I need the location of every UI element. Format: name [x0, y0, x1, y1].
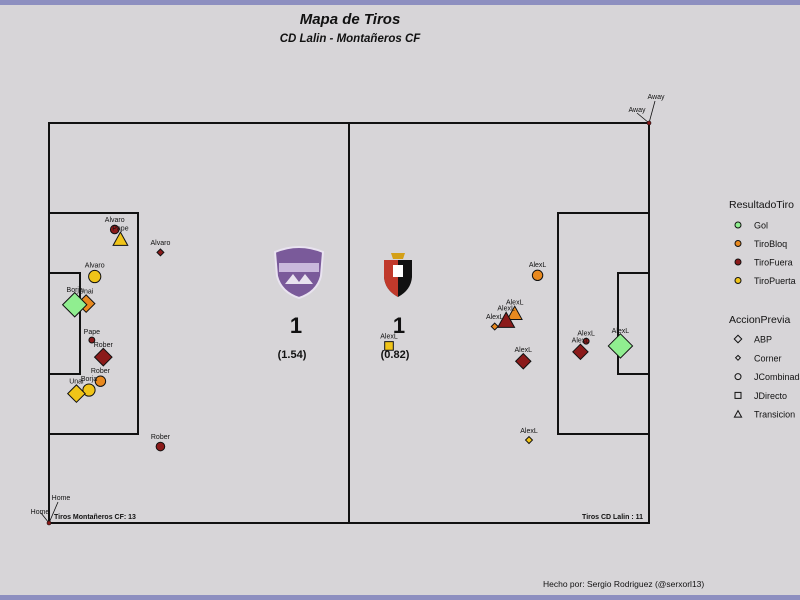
shot-point-home-3 [88, 269, 102, 284]
shot-label-home-1: Pape [112, 225, 128, 232]
shot-label-home-9: Borja [81, 376, 97, 383]
shot-point-away-3 [496, 311, 516, 328]
left-goal-area [48, 272, 81, 375]
legend-result-label-1: TiroBloq [754, 239, 787, 249]
legend-action-marker-4 [733, 409, 743, 418]
shot-point-away-8 [607, 333, 634, 359]
legend-action-label-4: Transicion [754, 410, 795, 420]
legend-action-label-2: JCombinada [754, 372, 800, 382]
away-corner-label: Away [629, 107, 646, 114]
shot-point-away-1 [531, 269, 544, 282]
shot-point-away-6 [582, 337, 590, 345]
legend-result-title: ResultadoTiro [729, 199, 794, 211]
shot-point-home-2 [156, 248, 165, 257]
home-score: 1 [290, 313, 302, 338]
away-corner-marker: Away Away [629, 94, 665, 126]
shot-point-home-9 [82, 383, 96, 397]
shot-point-home-8 [94, 375, 107, 387]
legend-action-marker-2 [734, 373, 742, 381]
shot-label-away-2: AlexL [506, 299, 524, 306]
legend-result-label-0: Gol [754, 221, 768, 231]
legend-result-marker-1 [734, 240, 742, 247]
shot-label-away-3: AlexL [497, 306, 515, 313]
shot-point-home-10 [66, 384, 86, 404]
legend-action-title: AccionPrevia [729, 314, 790, 326]
shot-label-home-7: Rober [94, 342, 114, 349]
shot-label-home-10: Unai [69, 379, 84, 386]
legend-action-marker-3 [734, 391, 742, 399]
chart-subtitle: CD Lalin - Montañeros CF [280, 33, 422, 45]
top-border [0, 0, 800, 5]
shot-label-home-2: Alvaro [151, 240, 171, 247]
home-xg: (1.54) [278, 349, 307, 361]
chart-title: Mapa de Tiros [300, 11, 401, 28]
shot-point-away-9 [524, 435, 534, 445]
shot-point-away-5 [514, 352, 532, 370]
away-shots-label: Tiros CD Lalin : 11 [582, 514, 643, 521]
shot-point-away-0 [384, 341, 394, 351]
legend-result-marker-2 [734, 258, 742, 266]
away-crest [384, 253, 412, 297]
pitch [48, 122, 650, 524]
shot-point-home-11 [155, 441, 166, 452]
home-corner-label: Home [31, 509, 50, 516]
shot-point-away-4 [490, 322, 499, 331]
shot-label-home-4: Unai [79, 289, 94, 296]
shot-label-home-5: Borja [67, 287, 83, 294]
shot-label-home-0: Alvaro [105, 217, 125, 224]
legend-action-marker-1 [734, 354, 742, 361]
shot-point-away-2 [506, 305, 523, 320]
shot-point-home-1 [112, 231, 129, 246]
legend-result: ResultadoTiro GolTiroBloqTiroFueraTiroPu… [729, 199, 796, 286]
shot-label-away-6: AlexL [577, 330, 595, 337]
shot-label-away-0: AlexL [380, 334, 398, 341]
shot-point-away-7 [572, 343, 589, 361]
home-shots-label: Tiros Montañeros CF: 13 [54, 514, 136, 521]
away-corner-label-2: Away [648, 94, 665, 101]
shot-label-away-9: AlexL [520, 428, 538, 435]
right-goal-area [617, 272, 650, 375]
legend-result-label-2: TiroFuera [754, 258, 793, 268]
shot-label-home-8: Rober [91, 368, 111, 375]
shot-label-home-6: Pape [84, 329, 100, 336]
legend-action: AccionPrevia ABP CornerJCombinadaJDirecto… [729, 314, 800, 420]
bottom-border [0, 595, 800, 600]
right-penalty-area [557, 212, 650, 435]
shot-point-home-0 [109, 224, 120, 235]
shot-label-away-4: AlexL [486, 314, 504, 321]
legend-result-marker-3 [734, 277, 742, 284]
legend-action-label-0: ABP [754, 335, 772, 345]
credit: Hecho por: Sergio Rodriguez (@serxorl13) [543, 579, 704, 589]
home-corner-label-2: Home [52, 495, 71, 502]
shot-label-away-7: AlexL [572, 338, 590, 345]
shot-label-away-1: AlexL [529, 262, 547, 269]
away-score: 1 [393, 313, 405, 338]
left-penalty-area [48, 212, 139, 435]
legend-action-label-3: JDirecto [754, 391, 787, 401]
legend-result-marker-0 [734, 221, 742, 229]
legend-action-label-1: Corner [754, 353, 782, 363]
shot-label-home-11: Rober [151, 434, 171, 441]
shot-marks: AlvaroPapeAlvaroAlvaroUnaiBorjaPapeRober… [61, 217, 634, 452]
shot-point-home-7 [93, 347, 113, 367]
home-corner-marker: Home Home [31, 495, 71, 526]
shot-point-home-5 [61, 291, 88, 318]
legend-result-label-3: TiroPuerta [754, 276, 796, 286]
shot-label-home-3: Alvaro [85, 262, 105, 269]
shot-label-away-5: AlexL [515, 347, 533, 354]
home-crest [273, 246, 325, 300]
legend-action-marker-0 [733, 334, 743, 344]
away-xg: (0.82) [381, 349, 410, 361]
shot-label-away-8: AlexL [612, 328, 630, 335]
shot-point-home-6 [88, 336, 96, 344]
